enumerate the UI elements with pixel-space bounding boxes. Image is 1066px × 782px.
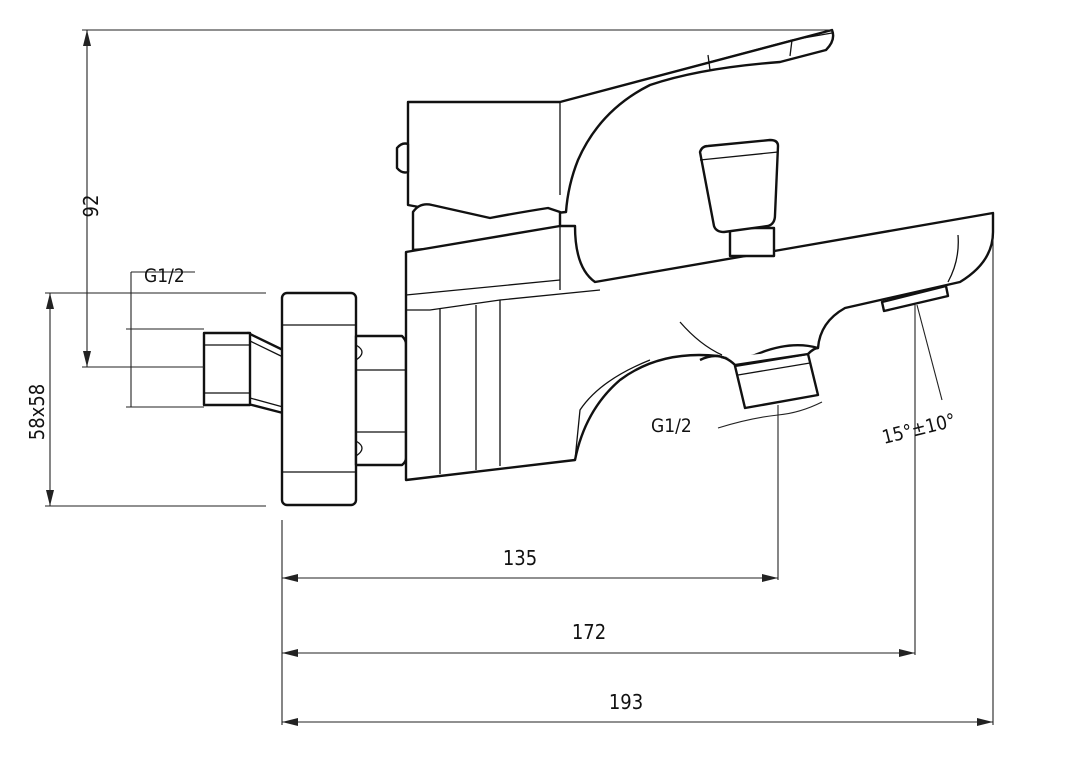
label-dist-outlet: 135 xyxy=(503,546,537,570)
label-dist-spout-tip: 172 xyxy=(572,620,606,644)
wall-mount-block xyxy=(280,291,358,507)
spout-aerator xyxy=(880,284,950,313)
dimension-lines xyxy=(45,29,994,726)
label-spout-angle: 15°±10° xyxy=(880,409,958,448)
inlet-connector xyxy=(202,331,285,415)
label-height: 92 xyxy=(79,195,103,218)
label-outlet-thread: G1/2 xyxy=(651,415,692,437)
label-connector-thread: G1/2 xyxy=(144,265,185,287)
main-body xyxy=(404,211,995,482)
hex-nut xyxy=(354,334,408,467)
handle-knob xyxy=(395,142,410,174)
outlet-connector xyxy=(699,346,820,410)
label-mount-size: 58x58 xyxy=(25,384,49,440)
diverter-knob xyxy=(698,138,780,258)
faucet-drawing xyxy=(202,28,995,507)
label-dist-overall: 193 xyxy=(609,690,643,714)
